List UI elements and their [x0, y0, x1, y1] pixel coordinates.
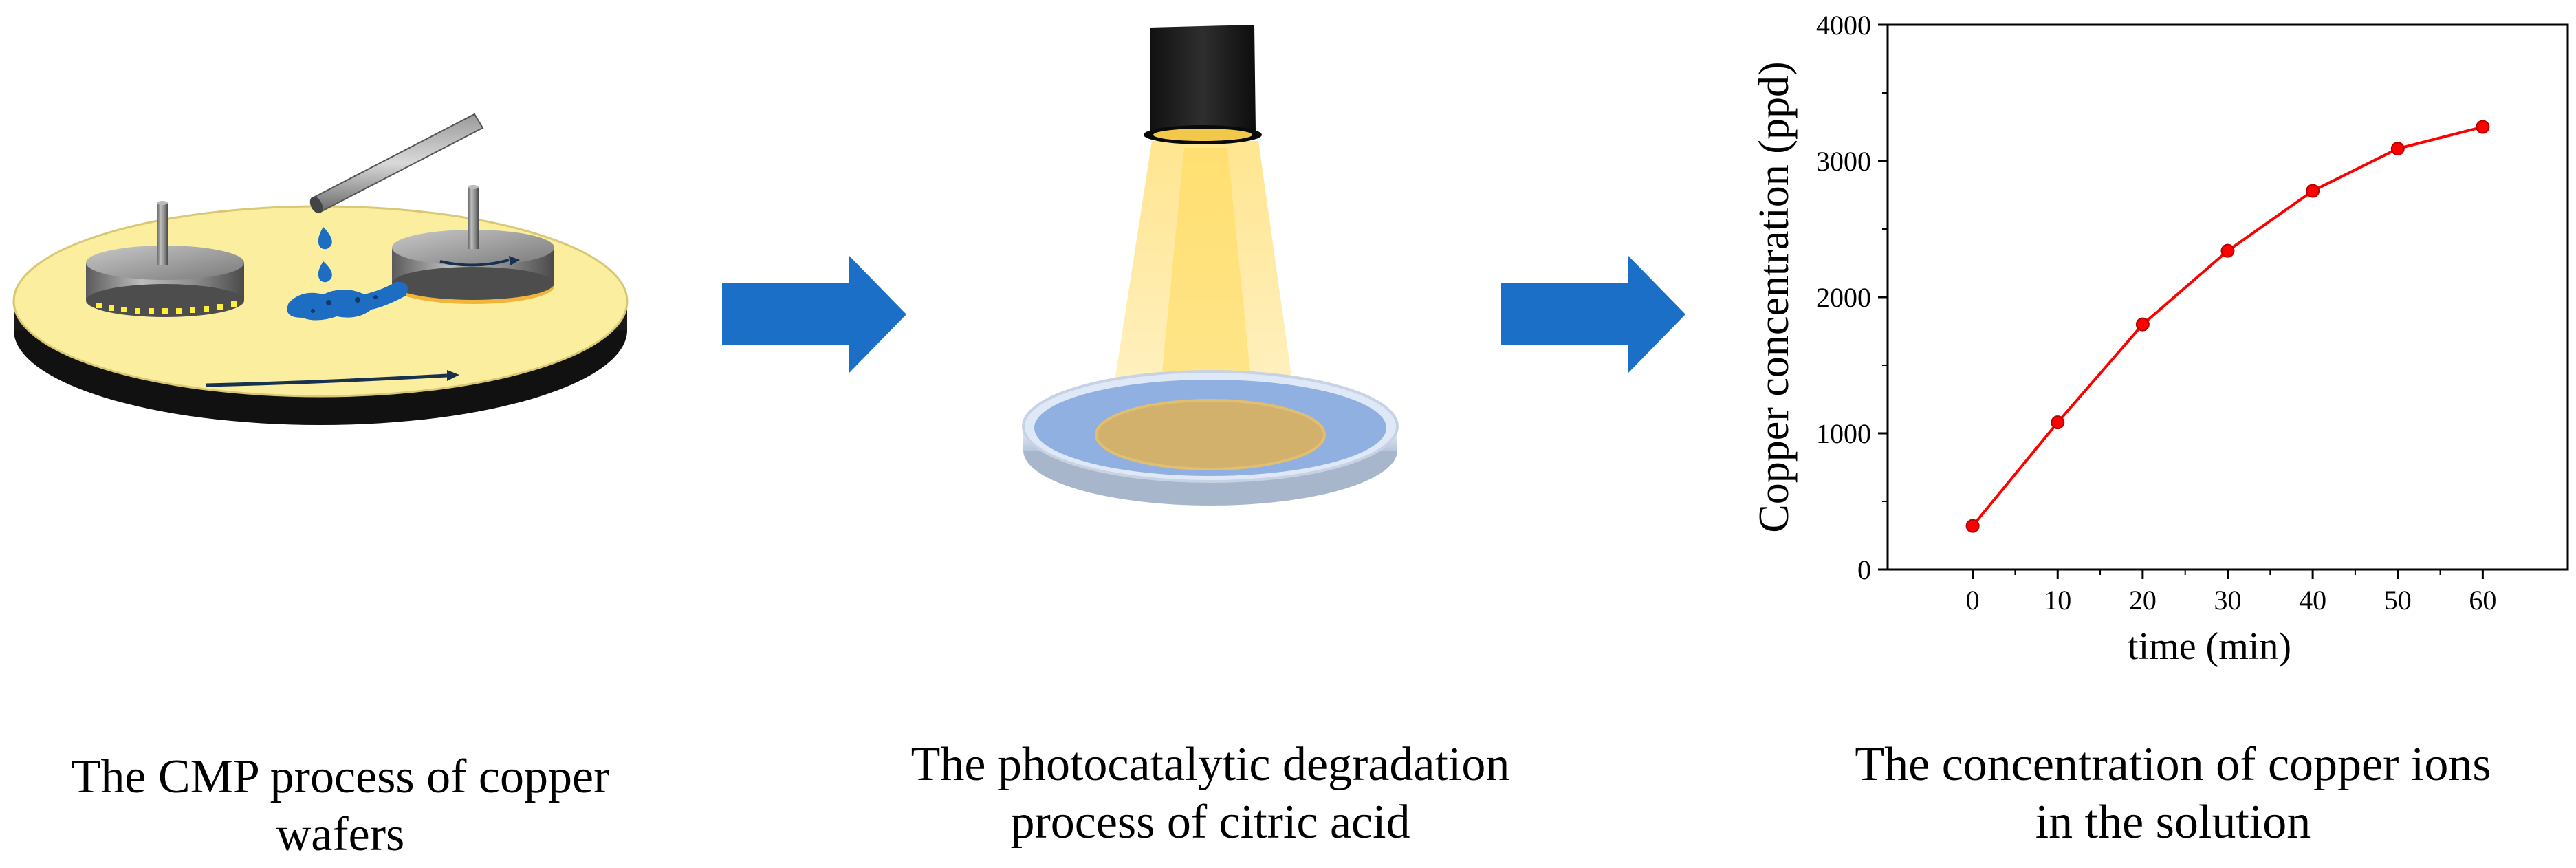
x-tick-label: 30: [2214, 585, 2242, 616]
caption-photo: The photocatalytic degradation process o…: [832, 736, 1589, 851]
x-tick-label: 40: [2299, 585, 2326, 616]
concentration-chart: 0 10 20 30 40 50 60 0 1000 2000 3000 4000 time (min…: [1751, 10, 2569, 668]
uv-lamp-icon: [1114, 25, 1293, 385]
caption-conc-line2: in the solution: [2035, 796, 2311, 849]
petri-dish-icon: [1022, 370, 1399, 506]
cmp-machine-icon: [12, 113, 629, 425]
right-carrier-head: [392, 185, 554, 304]
data-point: [2390, 142, 2405, 156]
y-tick-label: 1000: [1816, 418, 1871, 449]
x-tick-label: 10: [2044, 585, 2071, 616]
process-arrow-icon-2: [1501, 256, 1685, 373]
caption-cmp-line1: The CMP process of copper: [71, 750, 610, 803]
caption-cmp: The CMP process of copper wafers: [21, 748, 660, 864]
process-arrow-icon: [722, 256, 906, 373]
y-axis-label: Copper concentration (ppd): [1751, 61, 1798, 532]
data-point: [2135, 317, 2150, 332]
data-point: [1965, 519, 1980, 533]
plot-frame: [1886, 23, 2569, 571]
x-tick-label: 20: [2129, 585, 2157, 616]
series-line: [1972, 125, 2483, 527]
x-axis-label: time (min): [2128, 625, 2291, 668]
data-point: [2220, 243, 2235, 258]
x-tick-label: 60: [2469, 585, 2496, 616]
caption-cmp-line2: wafers: [276, 808, 405, 861]
caption-conc: The concentration of copper ions in the …: [1788, 736, 2558, 851]
y-tick-label: 2000: [1816, 282, 1871, 313]
slurry-tube: [309, 113, 484, 214]
caption-photo-line2: process of citric acid: [1010, 796, 1410, 849]
y-tick-label: 3000: [1816, 146, 1871, 177]
x-tick-label: 50: [2384, 585, 2412, 616]
caption-photo-line1: The photocatalytic degradation: [910, 738, 1510, 791]
data-point: [2476, 120, 2490, 134]
x-tick-label: 0: [1966, 585, 1980, 616]
data-point: [2306, 184, 2320, 198]
left-carrier-head: [86, 201, 244, 317]
y-tick-label: 4000: [1816, 10, 1871, 41]
slurry-drops: [287, 227, 408, 321]
y-tick-label: 0: [1857, 554, 1871, 585]
data-point: [2051, 415, 2065, 430]
caption-conc-line1: The concentration of copper ions: [1855, 738, 2491, 791]
